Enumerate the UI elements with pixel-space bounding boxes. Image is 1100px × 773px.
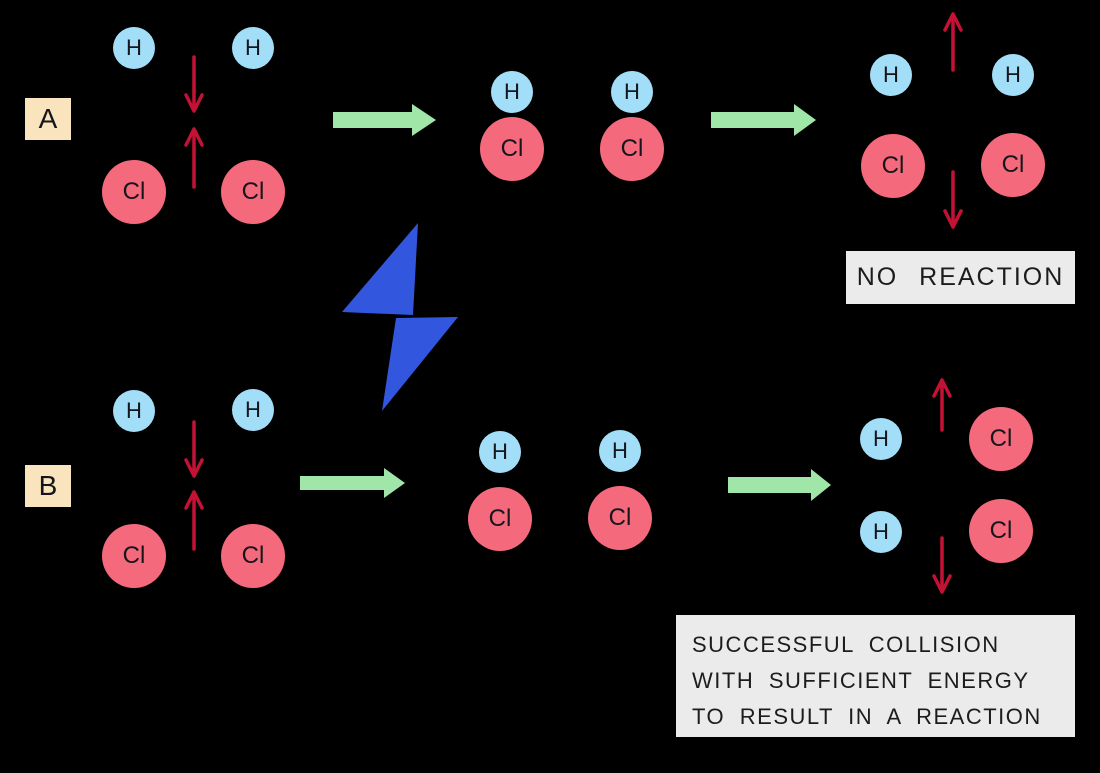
chlorine-atom: Cl bbox=[861, 134, 925, 198]
hydrogen-atom: H bbox=[992, 54, 1034, 96]
hydrogen-atom: H bbox=[870, 54, 912, 96]
arrow-up-icon bbox=[184, 490, 204, 551]
hydrogen-atom: H bbox=[611, 71, 653, 113]
arrow-right-icon bbox=[728, 469, 831, 501]
hydrogen-atom: H bbox=[113, 27, 155, 69]
arrow-up-icon bbox=[184, 127, 204, 189]
hydrogen-atom: H bbox=[860, 418, 902, 460]
hydrogen-atom: H bbox=[232, 27, 274, 69]
lightning-bolt-icon bbox=[342, 223, 458, 411]
chlorine-atom: Cl bbox=[468, 487, 532, 551]
chlorine-atom: Cl bbox=[102, 160, 166, 224]
arrow-right-icon bbox=[711, 104, 816, 136]
no-reaction-caption: NO REACTION bbox=[846, 251, 1075, 304]
chlorine-atom: Cl bbox=[969, 499, 1033, 563]
caption-line: WITH SUFFICIENT ENERGY bbox=[692, 668, 1030, 693]
row-a-label: A bbox=[25, 98, 71, 140]
arrow-right-icon bbox=[333, 104, 436, 136]
row-b-label: B bbox=[25, 465, 71, 507]
caption-line: TO RESULT IN A REACTION bbox=[692, 704, 1042, 729]
arrow-up-icon bbox=[932, 378, 952, 432]
chlorine-atom: Cl bbox=[969, 407, 1033, 471]
arrow-down-icon bbox=[943, 170, 963, 229]
chlorine-atom: Cl bbox=[981, 133, 1045, 197]
hydrogen-atom: H bbox=[491, 71, 533, 113]
arrow-up-icon bbox=[943, 12, 963, 72]
chlorine-atom: Cl bbox=[588, 486, 652, 550]
arrow-down-icon bbox=[184, 420, 204, 478]
arrow-down-icon bbox=[932, 536, 952, 594]
chlorine-atom: Cl bbox=[221, 524, 285, 588]
hydrogen-atom: H bbox=[599, 430, 641, 472]
arrow-down-icon bbox=[184, 55, 204, 113]
arrow-right-icon bbox=[300, 468, 405, 498]
chlorine-atom: Cl bbox=[221, 160, 285, 224]
hydrogen-atom: H bbox=[232, 389, 274, 431]
hydrogen-atom: H bbox=[113, 390, 155, 432]
hydrogen-atom: H bbox=[479, 431, 521, 473]
chlorine-atom: Cl bbox=[480, 117, 544, 181]
caption-line: SUCCESSFUL COLLISION bbox=[692, 632, 1000, 657]
successful-collision-caption: SUCCESSFUL COLLISION WITH SUFFICIENT ENE… bbox=[676, 615, 1075, 737]
hydrogen-atom: H bbox=[860, 511, 902, 553]
chlorine-atom: Cl bbox=[600, 117, 664, 181]
chlorine-atom: Cl bbox=[102, 524, 166, 588]
